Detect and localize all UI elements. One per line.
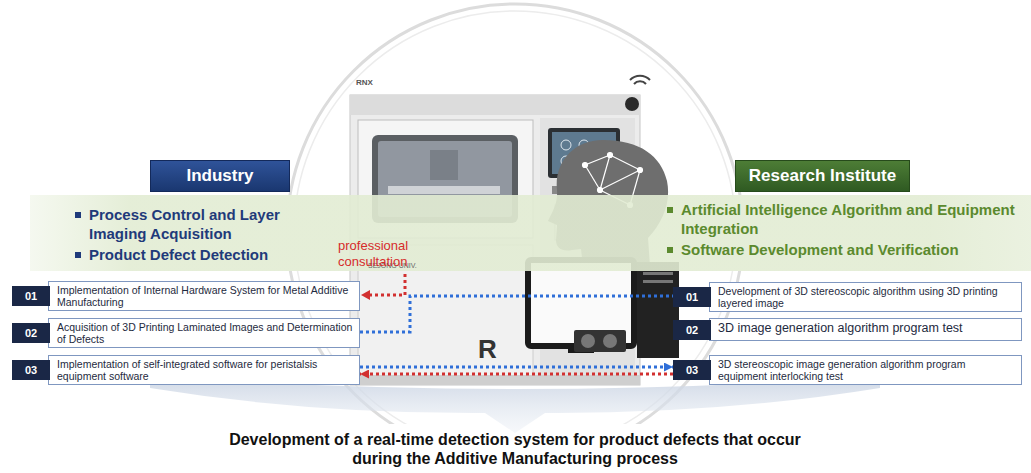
computer-icon <box>528 260 679 358</box>
task-row: 3D stereoscopic image generation algorit… <box>673 355 1022 385</box>
bullet-item: Product Defect Detection <box>75 245 335 264</box>
machine-top <box>350 95 640 115</box>
bullet-square <box>75 212 81 218</box>
net-node <box>598 188 603 193</box>
task-text: Development of 3D stereoscopic algorithm… <box>718 285 1015 309</box>
net-line <box>600 155 610 190</box>
task-box: Implementation of Internal Hardware Syst… <box>48 281 360 311</box>
number-tab: 02 <box>12 323 50 343</box>
brand-label: RNX <box>356 78 373 88</box>
red-arrowhead <box>361 290 370 300</box>
callout-number: 01 <box>12 286 50 306</box>
net-node <box>583 163 588 168</box>
dotted-connector <box>360 296 673 332</box>
recoater <box>430 150 458 180</box>
task-text: 3D image generation algorithm program te… <box>718 321 1015 335</box>
bullet-item: Software Development and Verification <box>667 240 1022 259</box>
consultation-note: professional consultation <box>338 238 426 270</box>
callout-number: 01 <box>673 287 711 307</box>
task-text: Acquisition of 3D Printing Laminated Ima… <box>57 321 353 345</box>
gpu-card <box>574 330 626 352</box>
task-row: Implementation of self-integrated softwa… <box>12 355 360 385</box>
task-text: Implementation of self-integrated softwa… <box>57 358 353 382</box>
task-row: Implementation of Internal Hardware Syst… <box>12 281 360 311</box>
callout-number: 03 <box>12 360 50 380</box>
task-text: Implementation of Internal Hardware Syst… <box>57 284 353 308</box>
bullet-text: Process Control and Layer Imaging Acquis… <box>89 205 315 243</box>
task-box: 3D image generation algorithm program te… <box>709 318 1022 341</box>
consultation-leader <box>361 274 405 300</box>
wifi-icon <box>630 76 650 84</box>
number-tab: 02 <box>673 320 711 340</box>
bullet-square <box>75 252 81 258</box>
net-line <box>600 170 640 190</box>
group-header-box: Research Institute <box>735 160 910 192</box>
bullet-text: Product Defect Detection <box>89 245 335 264</box>
net-node <box>638 168 643 173</box>
bullet-item: Artificial Intelligence Algorithm and Eq… <box>667 200 1022 238</box>
bullet-text: Software Development and Verification <box>681 240 1022 259</box>
net-line <box>585 165 600 190</box>
gpu-fan <box>603 334 617 348</box>
number-tab: 03 <box>12 360 50 380</box>
group-header-box: Industry <box>150 160 290 192</box>
header-title: Industry <box>157 166 283 186</box>
net-line <box>610 155 640 170</box>
net-node <box>608 153 613 158</box>
number-tab: 01 <box>673 287 711 307</box>
bullet-square <box>667 247 673 253</box>
task-box: 3D stereoscopic image generation algorit… <box>709 355 1022 385</box>
task-box: Acquisition of 3D Printing Laminated Ima… <box>48 318 360 348</box>
task-box: Implementation of self-integrated softwa… <box>48 355 360 385</box>
number-tab: 01 <box>12 286 50 306</box>
number-tab: 03 <box>673 360 711 380</box>
bullet-item: Process Control and Layer Imaging Acquis… <box>75 205 315 243</box>
pc-tower <box>637 262 679 358</box>
task-row: Development of 3D stereoscopic algorithm… <box>673 282 1022 312</box>
dotted-connector <box>360 366 673 369</box>
callout-number: 03 <box>673 360 711 380</box>
bullet-text: Artificial Intelligence Algorithm and Eq… <box>681 200 1022 238</box>
callout-number: 02 <box>12 323 50 343</box>
gpu-fan <box>581 334 595 348</box>
callout-number: 02 <box>673 320 711 340</box>
tower-slot <box>643 272 673 275</box>
header-title: Research Institute <box>742 166 903 186</box>
task-row: Acquisition of 3D Printing Laminated Ima… <box>12 318 360 348</box>
caption: Development of a real-time detection sys… <box>215 430 815 468</box>
red-dotted-leader <box>368 274 405 295</box>
logo-letter: R <box>478 334 497 365</box>
build-plate <box>388 186 500 194</box>
screen-icon <box>561 140 571 150</box>
machine-base <box>350 375 640 385</box>
status-lamp <box>625 97 639 111</box>
bullet-square <box>667 207 673 213</box>
task-row: 3D image generation algorithm program te… <box>673 318 1022 341</box>
highlight-band: Process Control and Layer Imaging Acquis… <box>30 195 1031 271</box>
dotted-connector <box>360 373 673 376</box>
task-text: 3D stereoscopic image generation algorit… <box>718 358 1015 382</box>
net-line <box>585 155 610 165</box>
tower-slot <box>643 280 673 283</box>
task-box: Development of 3D stereoscopic algorithm… <box>709 282 1022 312</box>
